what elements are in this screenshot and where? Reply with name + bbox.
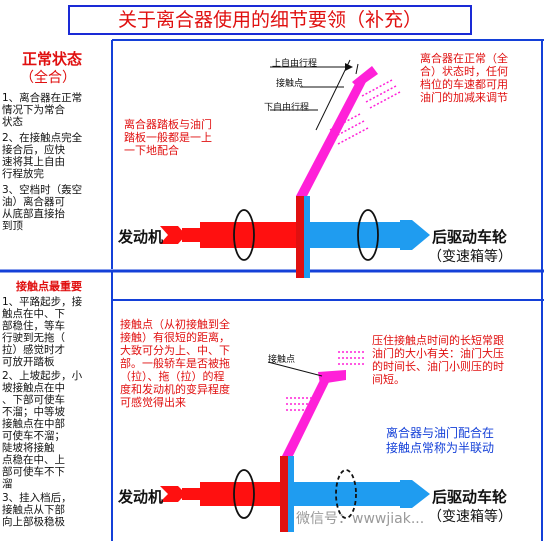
top-wheel-label: 后驱动车轮 [432,228,508,246]
top-output-shaft [308,222,400,248]
top-point-3: 3、空档时（轰空油）离合器可从底部直接抬到顶 [2,184,83,232]
top-state-subtitle: （全合） [20,70,76,86]
top-clutch-plate-engine [296,196,304,278]
label-upper-free-travel: 上自由行程 [272,59,318,69]
bottom-engine-rotation-icon [233,469,255,519]
bottom-engine-label: 发动机 [118,488,164,506]
bottom-heading: 接触点最重要 [16,280,82,293]
bottom-output-arrowhead [400,480,430,508]
label-lower-free-travel: 下自由行程 [264,103,310,113]
bottom-pedal-arm [282,376,330,462]
top-engine-shaft [200,222,296,248]
page-title: 关于离合器使用的细节要领（补充） [117,9,422,31]
bottom-points-list: 1、平路起步，接触点在中、下部稳住，等车行驶到无拖（拉）感觉时才可放开踏板 2、… [2,296,110,528]
top-state-title: 正常状态 [22,50,83,68]
top-output-arrowhead [400,220,430,250]
bottom-point-3: 3、挂入档后，接触点从下部向上部极稳极 [2,492,72,528]
half-link-note: 离合器与油门配合在接触点常称为半联动 [386,426,495,455]
bottom-note-right: 压住接触点时间的长短常跟油门的大小有关：油门大压的时间长、油门小则压的时间短。 [372,334,504,386]
label-top-contact-point: 接触点 [276,79,304,89]
bottom-wheel-label: 后驱动车轮 [432,488,508,506]
bottom-note-left: 接触点（从初接触到全接触）有很短的距离，大致可分为上、中、下部。一般轿车是否被拖… [120,318,230,409]
bottom-engine-shaft [200,482,280,506]
top-wheel-rotation-icon [357,209,379,261]
top-note-left: 离合器踏板与油门踏板一般都是一上一下地配合 [124,118,212,157]
top-pedal-pad [352,66,378,88]
bottom-engine-chevron [160,486,186,502]
bottom-contact-leader [267,361,323,377]
bottom-point-1: 1、平路起步，接触点在中、下部稳住，等车行驶到无拖（拉）感觉时才可放开踏板 [2,296,83,368]
top-engine-chevron [160,226,186,244]
label-bottom-contact-point: 接触点 [268,355,296,365]
watermark: 微信号：wwwjiak... [296,511,425,527]
top-engine-label: 发动机 [118,228,164,246]
bottom-wheel-rotation-icon [335,469,357,519]
top-note-right: 离合器在正常（全合）状态时，任何档位的车速都可用油门的加减来调节 [420,52,508,104]
top-gearbox-label: （变速箱等） [428,249,512,265]
top-engine-rotation-icon [233,209,255,261]
title-box: 关于离合器使用的细节要领（补充） [68,5,472,35]
bottom-point-2: 2、上坡起步，小坡接触点在中、下部可使车不溜；中等坡接触点在中部可使车不溜；陡坡… [2,370,83,490]
bottom-gearbox-label: （变速箱等） [428,509,512,525]
bottom-clutch-plate-engine [280,456,288,532]
bottom-pedal-pad [318,370,346,384]
top-clutch-plate-output [304,196,310,278]
top-points-list: 1、离合器在正常情况下为常合状态 2、在接触点完全接合后，应快速将其上自由行程放… [2,92,110,232]
bottom-output-shaft [294,482,400,506]
bottom-clutch-plate-output [288,456,294,532]
top-point-1: 1、离合器在正常情况下为常合状态 [2,92,83,128]
top-pedal-ghost-positions [329,79,401,145]
bottom-pedal-ghost-positions [286,351,366,411]
top-point-2: 2、在接触点完全接合后，应快速将其上自由行程放完 [2,132,83,180]
top-pedal-arm [296,78,366,202]
top-dimension-lines [270,59,359,131]
